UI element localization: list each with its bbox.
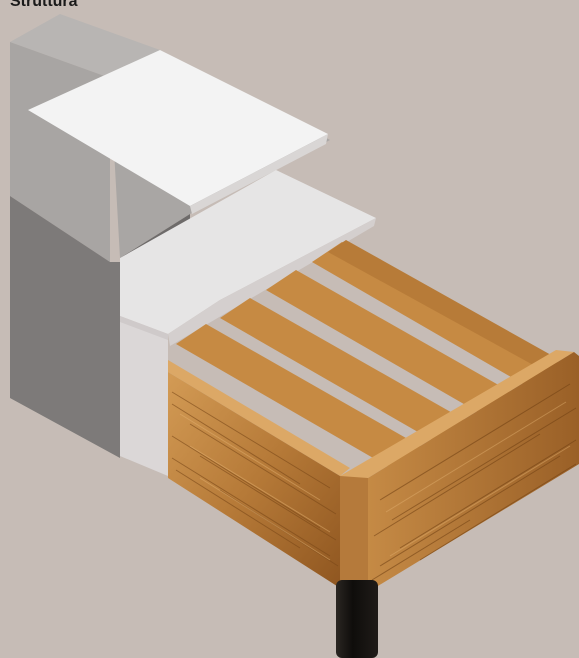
frame-corner: [340, 473, 368, 592]
leg: [336, 580, 378, 658]
slat: [328, 240, 560, 372]
